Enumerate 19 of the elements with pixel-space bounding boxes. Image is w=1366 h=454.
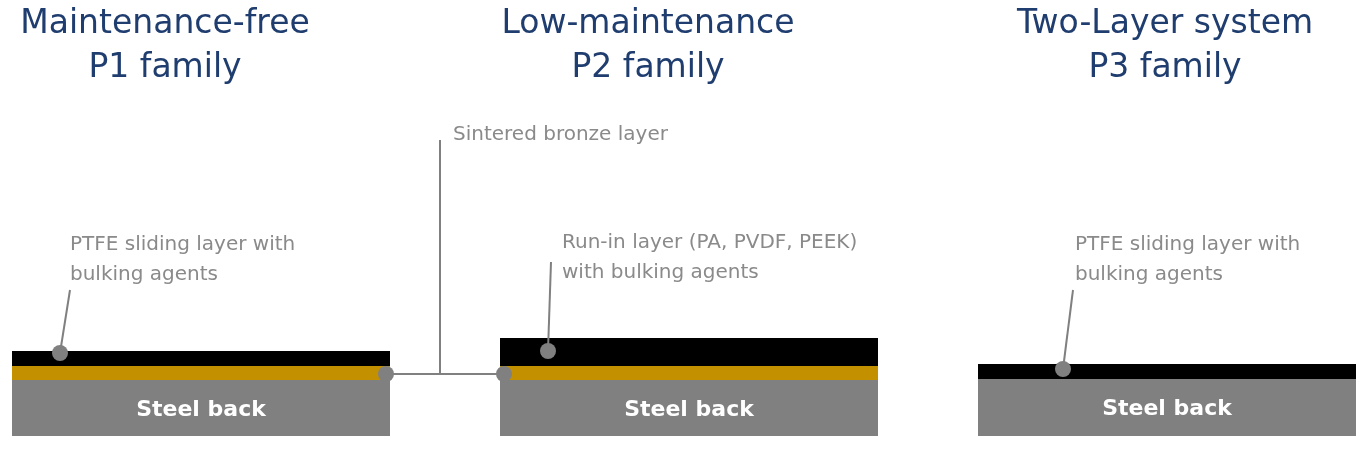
callout-text: PTFE sliding layer with bulking agents bbox=[70, 228, 300, 288]
callout-text: Run-in layer (PA, PVDF, PEEK) with bulking agents bbox=[562, 226, 902, 286]
leader-line bbox=[1055, 289, 1074, 377]
steel-back-layer: Steel back bbox=[978, 379, 1356, 436]
leader-line bbox=[439, 139, 512, 382]
steel-back-layer: Steel back bbox=[12, 380, 390, 436]
leader-line bbox=[540, 261, 556, 359]
callout-text: PTFE sliding layer with bulking agents bbox=[1075, 228, 1305, 288]
material-layer bbox=[12, 366, 390, 380]
callout-text: Sintered bronze layer bbox=[453, 118, 753, 148]
material-layer bbox=[978, 364, 1356, 379]
material-layer bbox=[500, 366, 878, 380]
leader-line bbox=[52, 289, 71, 361]
column-heading: Low-maintenance P2 family bbox=[500, 1, 796, 87]
column-heading: Two-Layer system P3 family bbox=[1015, 1, 1315, 87]
column-heading: Maintenance-free P1 family bbox=[19, 1, 311, 87]
material-layer bbox=[500, 338, 878, 366]
steel-back-layer: Steel back bbox=[500, 380, 878, 436]
material-layer bbox=[12, 351, 390, 366]
